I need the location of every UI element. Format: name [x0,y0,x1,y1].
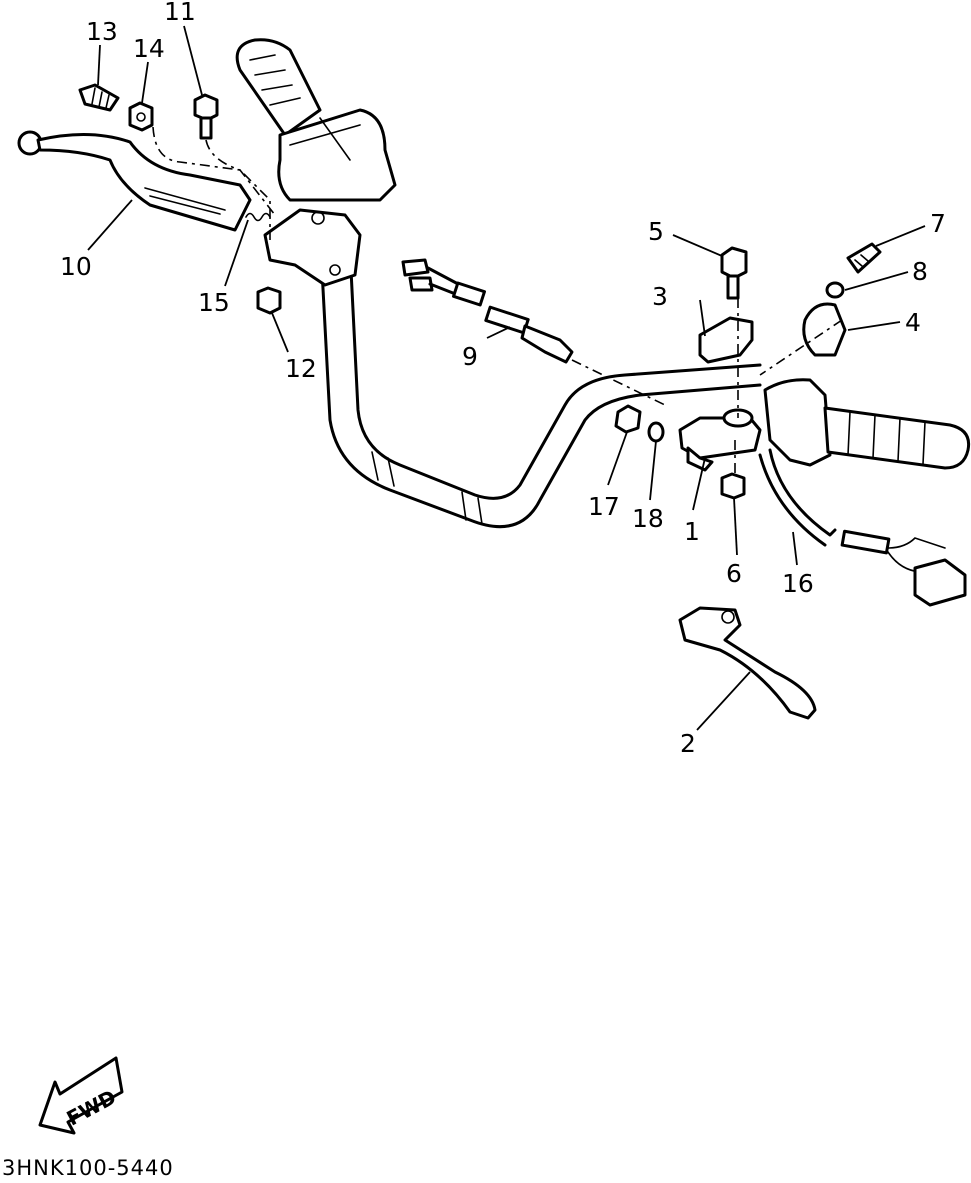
callout-8: 8 [844,257,928,291]
svg-text:5: 5 [648,217,664,246]
callout-15: 15 [198,219,249,317]
nut-17 [614,404,642,434]
throttle-cable-9 [401,258,574,364]
callout-12: 12 [271,312,317,383]
callout-10: 10 [60,199,133,281]
svg-text:1: 1 [684,517,700,546]
clutch-lever-bracket [263,208,362,287]
svg-text:4: 4 [905,308,921,337]
callout-17: 17 [588,431,628,521]
callout-7: 7 [875,209,946,247]
handlebar [320,248,762,529]
bolt-5 [720,246,748,300]
nut-6 [720,472,746,500]
svg-text:10: 10 [60,252,92,281]
drawing-code: 3HNK100-5440 [2,1156,174,1180]
svg-text:9: 9 [462,342,478,371]
fwd-arrow: FWD [38,1056,124,1135]
washer-18 [647,421,665,443]
svg-text:14: 14 [133,34,165,63]
left-grip [235,38,322,137]
right-grip-16 [763,378,971,470]
svg-text:17: 17 [588,492,620,521]
callout-2: 2 [680,671,751,758]
callout-9: 9 [462,326,511,371]
screw-13 [78,83,120,112]
svg-text:18: 18 [632,504,664,533]
callout-11: 11 [164,0,203,96]
callout-18: 18 [632,440,664,533]
callout-5: 5 [648,217,723,257]
nut-14 [128,101,154,132]
callout-16: 16 [782,531,814,598]
svg-text:16: 16 [782,569,814,598]
assembly-lines [152,126,843,478]
callout-6: 6 [726,497,742,588]
svg-text:11: 11 [164,0,196,26]
brake-lever [678,606,817,720]
svg-text:3: 3 [652,282,668,311]
clamp-4 [802,302,847,357]
left-switch-housing [277,108,397,202]
washer-8 [825,281,845,299]
nut-12 [256,286,282,315]
spring-15 [245,212,271,222]
throttle-housing-1 [678,408,762,472]
bolt-11 [193,93,219,140]
svg-text:13: 13 [86,17,118,46]
callout-13: 13 [86,17,118,86]
callout-4: 4 [847,308,921,337]
clutch-lever [17,130,252,232]
switch-3 [698,316,754,364]
svg-text:15: 15 [198,288,230,317]
svg-text:8: 8 [912,257,928,286]
callout-14: 14 [133,34,165,104]
svg-text:2: 2 [680,729,696,758]
switch-cable-16 [758,448,967,607]
callout-3: 3 [652,282,706,337]
svg-text:12: 12 [285,354,317,383]
callout-1: 1 [684,457,706,546]
screw-7 [846,242,882,274]
svg-text:6: 6 [726,559,742,588]
svg-text:7: 7 [930,209,946,238]
